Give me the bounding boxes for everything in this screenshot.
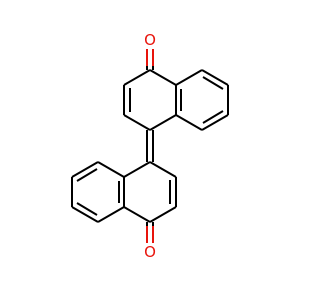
bond-c4-c3-bottom <box>149 161 177 178</box>
central-double-bond <box>146 130 154 162</box>
bond-c2-c1-bottom <box>149 206 177 223</box>
bond-c6-c5-top-inner <box>202 110 224 124</box>
bond-c8-c7-top <box>201 69 229 86</box>
upper-benzene-ring <box>175 69 229 131</box>
upper-quinone-ring <box>123 49 177 131</box>
bond-c1-c2-top <box>123 69 151 86</box>
bond-c5-c4a-top <box>175 114 203 131</box>
bond-c8a-c1-top <box>149 69 177 86</box>
bond-c3-c4-top <box>123 114 151 131</box>
lower-benzene-ring <box>71 161 125 223</box>
bond-c8-c7-top-inner <box>202 76 224 90</box>
bond-c8a-c8-top <box>175 69 203 86</box>
bond-c4a-c5-bottom <box>97 161 125 178</box>
bi-naphthylidene-dione-structure: O O <box>71 31 229 261</box>
bond-c4-c4a-top <box>149 114 177 131</box>
bond-c8-c8a-bottom <box>97 206 125 223</box>
oxygen-top-label: O <box>144 31 156 49</box>
lower-quinone-ring <box>123 161 177 243</box>
bond-c5-c6-bottom <box>71 161 99 178</box>
bond-c7-c8-bottom <box>71 206 99 223</box>
molecule-canvas: O O <box>71 31 229 261</box>
bond-c5-c6-bottom-inner <box>76 168 98 182</box>
oxygen-bottom-label: O <box>144 243 156 261</box>
bond-c7-c8-bottom-inner <box>76 202 98 216</box>
bond-c6-c5-top <box>201 114 229 131</box>
bond-c4a-c4-bottom <box>123 161 151 178</box>
bond-c1-c8a-bottom <box>123 206 151 223</box>
